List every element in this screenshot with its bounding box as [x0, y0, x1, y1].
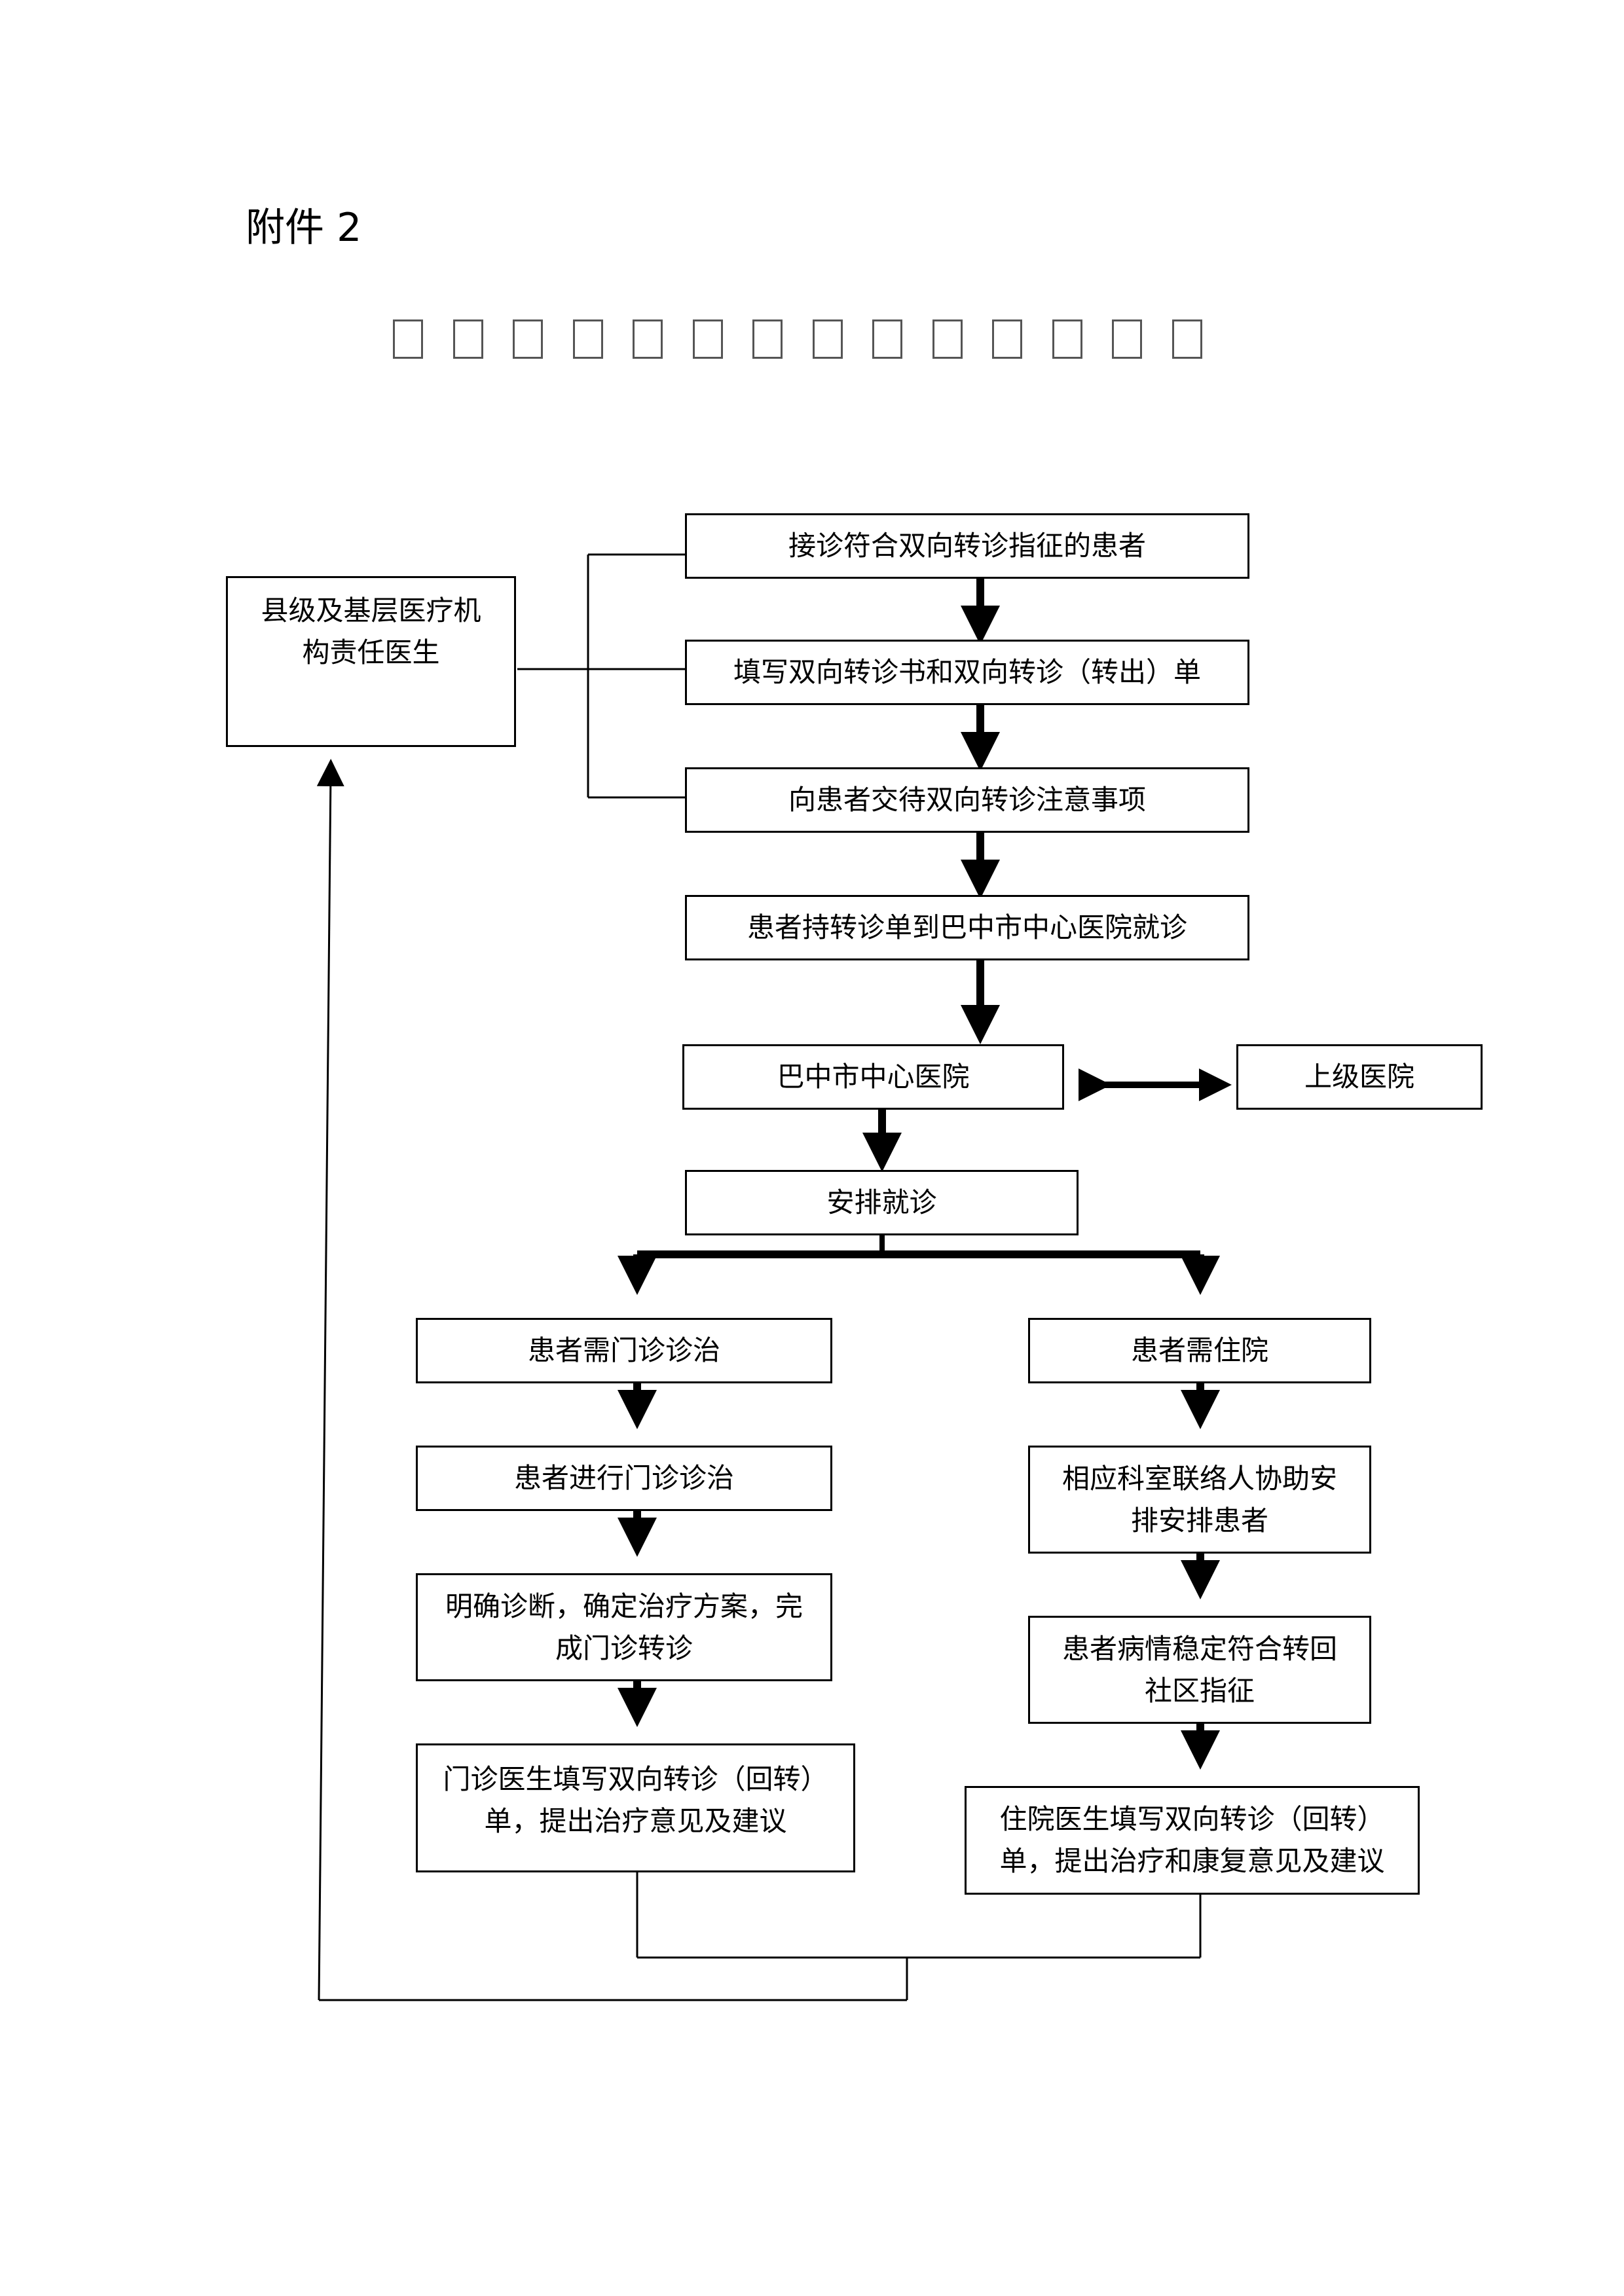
main-flow-arrows [862, 579, 1000, 1172]
county-doctor-box: 县级及基层医疗机构责任医生 [226, 576, 516, 747]
title-glyph-box [633, 319, 663, 359]
superior-hospital-box: 上级医院 [1236, 1044, 1483, 1110]
title-glyph-box [752, 319, 783, 359]
title-glyph-box [513, 319, 543, 359]
title-glyph-box [1052, 319, 1082, 359]
title-glyph-box [1112, 319, 1142, 359]
title-glyph-box [393, 319, 423, 359]
need-outpatient-box: 患者需门诊诊治 [416, 1318, 832, 1383]
split-connector [618, 1235, 1220, 1295]
diagnosis-box: 明确诊断，确定治疗方案，完成门诊转诊 [416, 1573, 832, 1681]
title-glyph-box [452, 319, 483, 359]
title-glyph-box [872, 319, 902, 359]
title-glyph-box [992, 319, 1022, 359]
inpatient-return-form-box: 住院医生填写双向转诊（回转）单，提出治疗和康复意见及建议 [965, 1786, 1420, 1895]
title-glyph-box [572, 319, 603, 359]
outpatient-treatment-box: 患者进行门诊诊治 [416, 1446, 832, 1511]
contact-arrange-box: 相应科室联络人协助安排安排患者 [1028, 1446, 1371, 1554]
return-path [316, 759, 1202, 2001]
arrange-visit-box: 安排就诊 [685, 1170, 1079, 1235]
fill-referral-form-box: 填写双向转诊书和双向转诊（转出）单 [685, 640, 1249, 705]
outpatient-return-form-box: 门诊医生填写双向转诊（回转）单，提出治疗意见及建议 [416, 1743, 855, 1872]
need-inpatient-box: 患者需住院 [1028, 1318, 1371, 1383]
annex-label: 附件 2 [246, 205, 362, 251]
doctor-bracket [517, 553, 685, 799]
notify-patient-box: 向患者交待双向转诊注意事项 [685, 767, 1249, 833]
receive-patient-box: 接诊符合双向转诊指征的患者 [685, 513, 1249, 579]
title-glyph-box [932, 319, 963, 359]
title-glyph-box [1172, 319, 1202, 359]
central-hospital-box: 巴中市中心医院 [682, 1044, 1064, 1110]
title-glyph-box [692, 319, 723, 359]
patient-visit-box: 患者持转诊单到巴中市中心医院就诊 [685, 895, 1249, 960]
stable-condition-box: 患者病情稳定符合转回社区指征 [1028, 1616, 1371, 1724]
title-glyph-box [812, 319, 843, 359]
